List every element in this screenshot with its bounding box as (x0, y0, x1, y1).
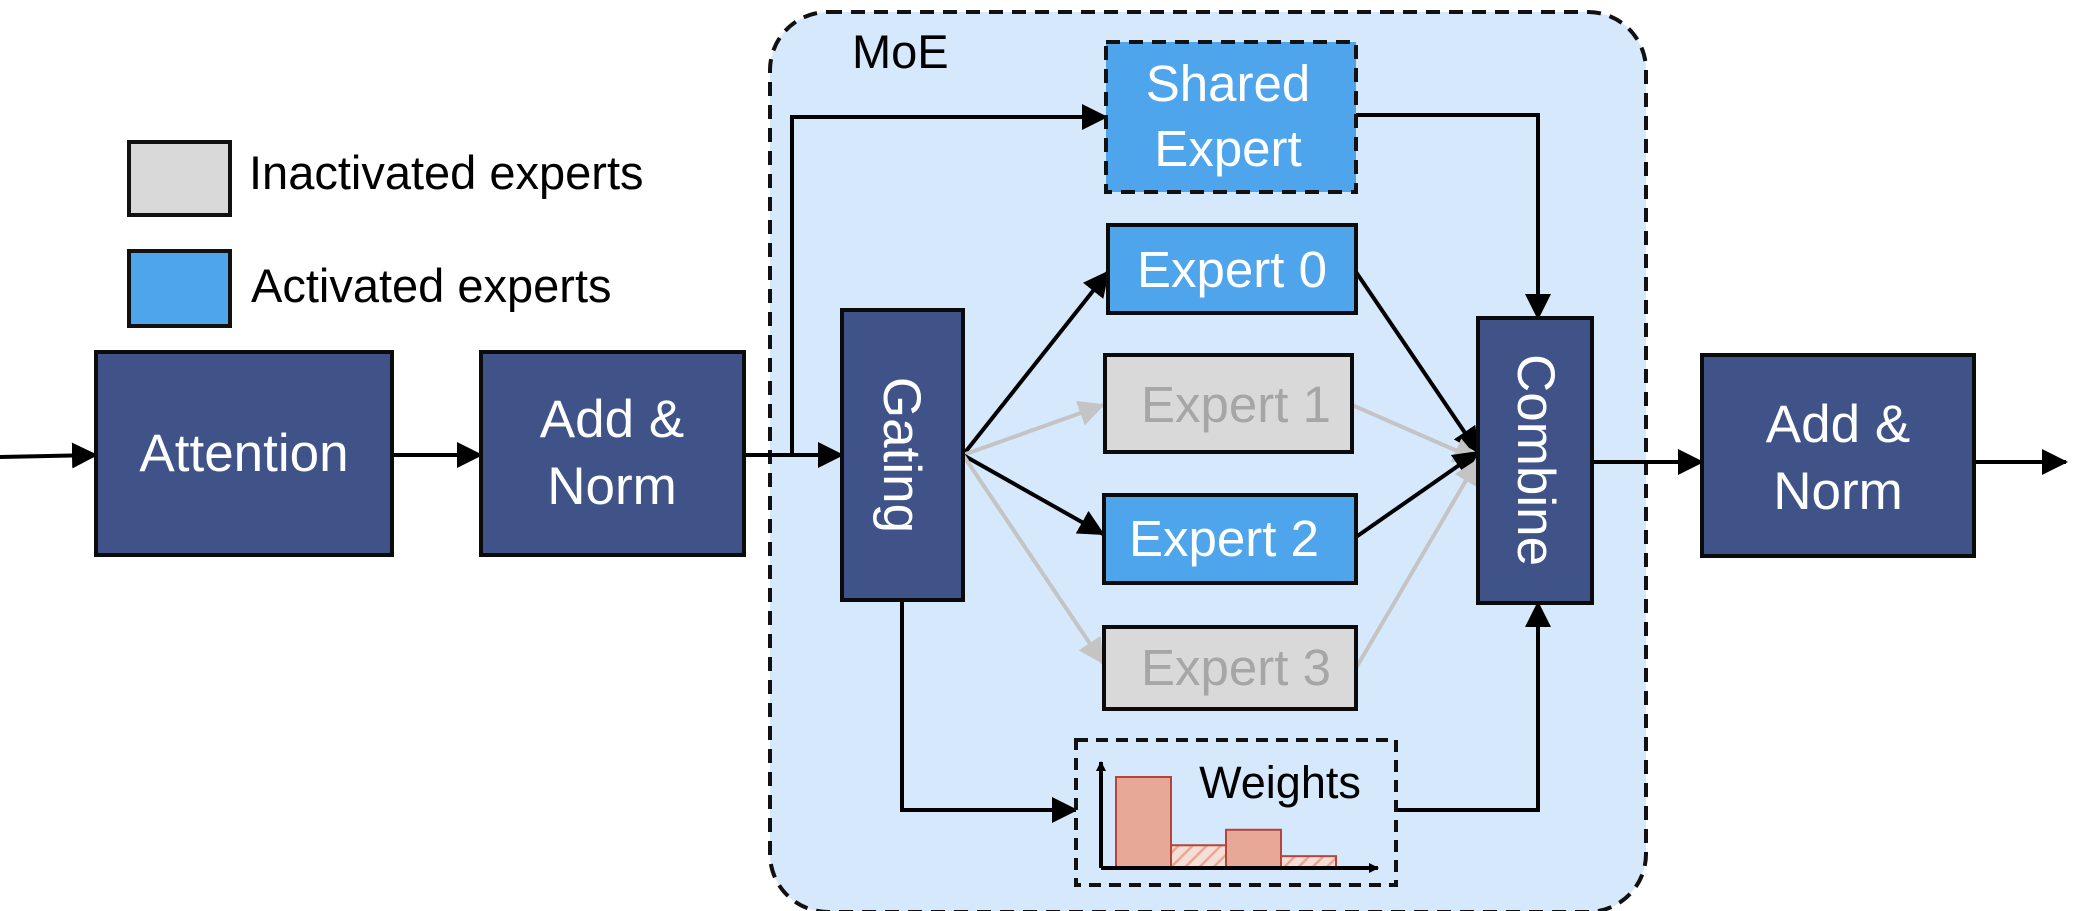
addnorm-to-shared-arrow (790, 104, 1108, 455)
attention-label: Attention (139, 424, 348, 483)
attention-block (94, 350, 394, 557)
weights-label: Weights (1199, 757, 1361, 808)
gating-to-expert3-arrow (961, 453, 1105, 665)
shared-expert-block (1104, 40, 1358, 194)
expert3-to-combine-arrow (1354, 458, 1480, 670)
combine-block (1476, 316, 1594, 605)
legend-active-label: Activated experts (251, 259, 612, 312)
add-norm-block-2 (1700, 353, 1976, 558)
gating-to-expert2-arrow (962, 453, 1105, 536)
add-norm-2-line2: Norm (1773, 462, 1903, 521)
expert-3-block (1102, 625, 1358, 711)
weight-bar-0 (1115, 776, 1172, 869)
input-arrow (0, 442, 98, 469)
expert-2-block (1102, 493, 1358, 585)
weights-bars (1115, 776, 1337, 870)
legend-inactive-label: Inactivated experts (249, 146, 644, 199)
weight-bar-2 (1225, 828, 1282, 870)
shared-expert-line2: Expert (1154, 120, 1301, 177)
gating-to-expert0-arrow (961, 270, 1110, 457)
add-norm-1-line2: Norm (547, 457, 677, 516)
combine-label: Combine (1506, 354, 1565, 566)
expert-1-label: Expert 1 (1141, 376, 1331, 433)
weights-box: Weights (1074, 738, 1398, 887)
shared-expert-line1: Shared (1146, 55, 1310, 112)
weights-to-combine-arrow (1396, 601, 1551, 812)
legend-inactive-swatch (127, 140, 232, 217)
add-norm-2-line1: Add & (1766, 395, 1910, 454)
gating-block (840, 308, 965, 602)
expert-1-block (1103, 353, 1354, 454)
gating-label: Gating (872, 377, 931, 533)
legend: Inactivated experts Activated experts (127, 140, 644, 328)
expert1-to-combine-arrow (1351, 403, 1480, 463)
expert0-to-combine-arrow (1354, 270, 1480, 454)
moe-title: MoE (852, 25, 949, 78)
expert-2-label: Expert 2 (1129, 510, 1319, 567)
gating-to-weights-arrow (900, 601, 1078, 823)
add-norm-block-1 (479, 350, 746, 557)
add-norm-1-line1: Add & (540, 390, 684, 449)
expert-0-block (1106, 223, 1358, 315)
expert-0-label: Expert 0 (1137, 241, 1327, 298)
expert-3-label: Expert 3 (1141, 639, 1331, 696)
weight-bar-1 (1170, 844, 1227, 869)
gating-to-expert1-arrow (962, 400, 1105, 457)
shared-to-combine-arrow (1356, 113, 1551, 320)
legend-active-swatch (127, 249, 232, 328)
